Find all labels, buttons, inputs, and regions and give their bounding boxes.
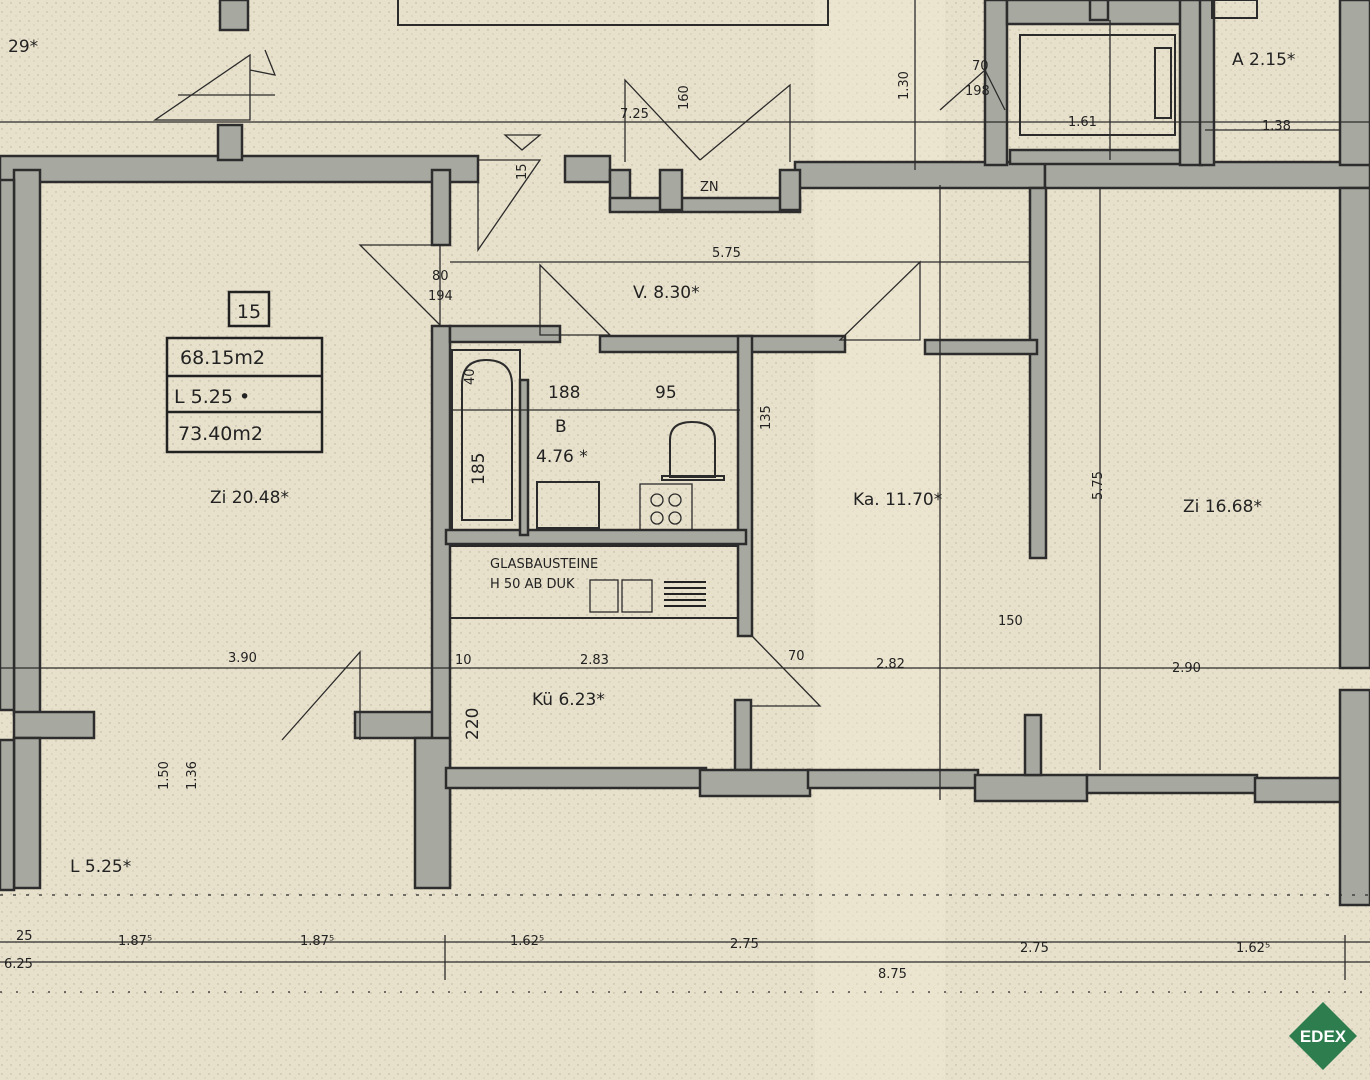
dimension-lines [0,0,1370,993]
unit-area: 68.15m2 [180,347,265,369]
room-zi-right: Zi 16.68* [1183,497,1262,517]
door-swings [152,49,1006,741]
dim-275-b: 2.75 [1020,941,1049,956]
unit-info-box [165,290,324,454]
dim-1875-a: 1.87⁵ [118,934,152,949]
fixtures [397,0,1258,619]
dim-575-top: 5.75 [712,246,741,261]
logo-diamond [1289,1002,1357,1070]
dim-80: 80 [432,269,449,284]
note-h50: H 50 AB DUK [490,577,575,592]
dim-138: 1.38 [1262,119,1291,134]
room-loggia: L 5.25* [70,857,131,877]
dim-1625-a: 1.62⁵ [510,934,544,949]
room-partial-left: 29* [8,37,38,57]
dim-185: 185 [469,453,489,485]
dim-130: 1.30 [897,71,912,100]
unit-number: 15 [237,301,261,323]
logo-text: EDEX [1300,1027,1347,1046]
dim-150b: 1.50 [157,761,172,790]
dim-40: 40 [463,368,478,385]
dim-275-a: 2.75 [730,937,759,952]
dim-188: 188 [548,383,580,403]
dim-575-vert: 5.75 [1091,471,1106,500]
dim-1625-b: 1.62⁵ [1236,941,1270,956]
dim-15: 15 [515,163,530,180]
dim-150: 150 [998,614,1023,629]
walls [0,0,1370,907]
dim-135: 135 [759,405,774,430]
room-vorraum: V. 8.30* [633,283,700,303]
unit-total-area: 73.40m2 [178,423,263,445]
dim-198: 198 [965,84,990,99]
room-kueche: Kü 6.23* [532,690,605,710]
dim-161: 1.61 [1068,115,1097,130]
note-glasbausteine: GLASBAUSTEINE [490,557,598,572]
dim-160: 160 [677,85,692,110]
dim-70b: 70 [972,59,989,74]
dim-875: 8.75 [878,967,907,982]
edex-logo: EDEX [1289,1002,1357,1070]
dim-725: 7.25 [620,107,649,122]
room-bad-label: B [555,417,567,437]
room-zn: ZN [700,180,719,195]
dim-95: 95 [655,383,677,403]
dim-283: 2.83 [580,653,609,668]
dim-625: 6.25 [4,957,33,972]
room-partial-right: A 2.15* [1232,50,1295,70]
unit-loggia: L 5.25 • [174,386,250,408]
dim-1875-b: 1.87⁵ [300,934,334,949]
dim-136: 1.36 [185,761,200,790]
dim-70: 70 [788,649,805,664]
dim-25: 25 [16,929,33,944]
dim-10: 10 [455,653,472,668]
dim-282: 2.82 [876,657,905,672]
dim-220: 220 [463,708,483,740]
dim-390: 3.90 [228,651,257,666]
room-kabinett: Ka. 11.70* [853,490,942,510]
dim-194: 194 [428,289,453,304]
room-bad-area: 4.76 * [536,447,588,467]
dim-290: 2.90 [1172,661,1201,676]
room-zi-left: Zi 20.48* [210,488,289,508]
labels: 15 68.15m2 L 5.25 • 73.40m2 Zi 20.48* Zi… [4,37,1295,982]
